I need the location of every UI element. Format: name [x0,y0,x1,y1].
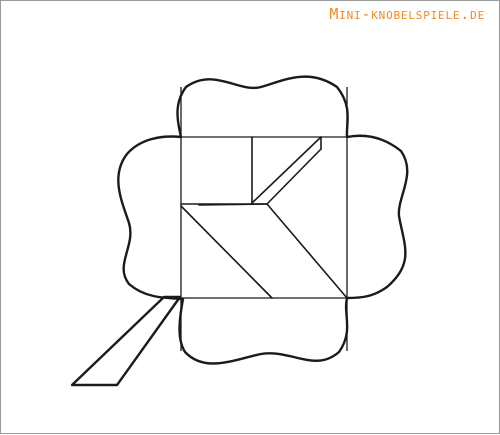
parallelogram-upper-edge [198,203,268,206]
upper-triangle-hypotenuse [251,136,322,204]
parallelogram-lower-edge [180,205,273,299]
tangram-square-frame [180,87,348,351]
clover-leaf-outline [117,75,409,365]
upper-triangle-inner-edge [266,148,322,205]
tangram-piece-lines [180,136,348,299]
site-brand-label: Mini-knobelspiele.de [329,5,485,23]
stem-parallelogram [70,295,182,387]
large-triangle-hypotenuse [266,203,348,299]
